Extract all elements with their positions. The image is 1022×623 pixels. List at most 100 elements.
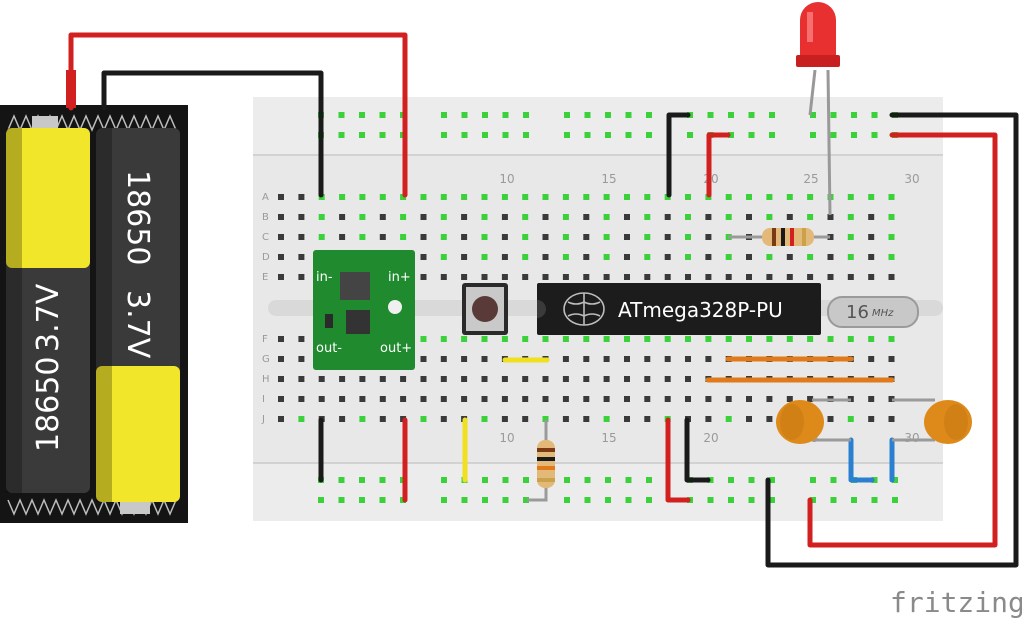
breadboard-hole[interactable]: [868, 396, 875, 402]
breadboard-hole[interactable]: [685, 234, 691, 240]
breadboard-hole[interactable]: [871, 132, 878, 138]
breadboard-hole[interactable]: [705, 356, 712, 362]
breadboard-hole[interactable]: [482, 112, 488, 118]
breadboard-hole[interactable]: [830, 132, 837, 138]
breadboard-hole[interactable]: [685, 356, 691, 362]
breadboard-hole[interactable]: [339, 214, 346, 220]
breadboard-hole[interactable]: [359, 477, 365, 483]
breadboard-hole[interactable]: [685, 376, 691, 382]
breadboard-hole[interactable]: [501, 254, 508, 260]
breadboard-hole[interactable]: [664, 274, 671, 280]
battery-holder[interactable]: 18650 3.7V 18650 3.7V: [0, 105, 188, 523]
breadboard-hole[interactable]: [338, 477, 345, 483]
breadboard-hole[interactable]: [562, 356, 569, 362]
breadboard-hole[interactable]: [868, 336, 875, 342]
breadboard-hole[interactable]: [420, 396, 427, 402]
breadboard-hole[interactable]: [625, 132, 632, 138]
breadboard-hole[interactable]: [584, 132, 591, 138]
breadboard-hole[interactable]: [687, 132, 693, 138]
breadboard-hole[interactable]: [379, 132, 386, 138]
breadboard-hole[interactable]: [624, 234, 630, 240]
breadboard-hole[interactable]: [278, 214, 284, 220]
breadboard-hole[interactable]: [481, 396, 488, 402]
breadboard-hole[interactable]: [522, 254, 529, 260]
breadboard-hole[interactable]: [522, 194, 529, 200]
breadboard-hole[interactable]: [542, 234, 549, 240]
led[interactable]: [796, 2, 840, 216]
breadboard-hole[interactable]: [786, 254, 793, 260]
breadboard-hole[interactable]: [481, 194, 488, 200]
breadboard-hole[interactable]: [603, 396, 610, 402]
breadboard-hole[interactable]: [807, 214, 814, 220]
breadboard-hole[interactable]: [644, 274, 651, 280]
breadboard-hole[interactable]: [440, 254, 447, 260]
breadboard-hole[interactable]: [461, 497, 468, 503]
breadboard-hole[interactable]: [481, 234, 488, 240]
breadboard-hole[interactable]: [339, 194, 346, 200]
breadboard-hole[interactable]: [481, 416, 488, 422]
breadboard-hole[interactable]: [871, 112, 878, 118]
breadboard-hole[interactable]: [522, 234, 529, 240]
breadboard-hole[interactable]: [766, 396, 773, 402]
breadboard-hole[interactable]: [482, 477, 488, 483]
breadboard-hole[interactable]: [851, 497, 857, 503]
breadboard-hole[interactable]: [461, 254, 468, 260]
breadboard-hole[interactable]: [501, 194, 508, 200]
breadboard-hole[interactable]: [379, 416, 386, 422]
breadboard-hole[interactable]: [725, 214, 732, 220]
breadboard-hole[interactable]: [769, 497, 775, 503]
breadboard-hole[interactable]: [298, 234, 305, 240]
breadboard-hole[interactable]: [523, 477, 529, 483]
breadboard-hole[interactable]: [868, 356, 875, 362]
breadboard-hole[interactable]: [685, 254, 691, 260]
breadboard-hole[interactable]: [603, 416, 610, 422]
breadboard-hole[interactable]: [420, 254, 427, 260]
wire-blue-left[interactable]: [848, 437, 875, 483]
breadboard-hole[interactable]: [646, 497, 652, 503]
breadboard-hole[interactable]: [440, 274, 447, 280]
wire-red-bottom-jumper[interactable]: [665, 417, 691, 503]
breadboard-hole[interactable]: [625, 477, 632, 483]
breadboard-hole[interactable]: [379, 214, 386, 220]
breadboard-hole[interactable]: [400, 376, 407, 382]
breadboard-hole[interactable]: [605, 132, 611, 138]
breadboard-hole[interactable]: [644, 376, 651, 382]
breadboard-hole[interactable]: [440, 356, 447, 362]
breadboard-hole[interactable]: [827, 234, 834, 240]
breadboard-hole[interactable]: [605, 112, 611, 118]
breadboard-hole[interactable]: [583, 396, 590, 402]
breadboard-hole[interactable]: [624, 274, 630, 280]
breadboard-hole[interactable]: [786, 214, 793, 220]
breadboard-hole[interactable]: [603, 234, 610, 240]
breadboard-hole[interactable]: [523, 497, 529, 503]
breadboard-hole[interactable]: [847, 214, 854, 220]
breadboard-hole[interactable]: [646, 112, 652, 118]
breadboard-hole[interactable]: [603, 254, 610, 260]
breadboard-hole[interactable]: [827, 336, 834, 342]
breadboard-hole[interactable]: [502, 497, 509, 503]
breadboard-hole[interactable]: [298, 254, 305, 260]
breadboard-hole[interactable]: [786, 336, 793, 342]
breadboard-hole[interactable]: [420, 356, 427, 362]
breadboard-hole[interactable]: [851, 112, 857, 118]
breadboard-hole[interactable]: [644, 254, 651, 260]
breadboard-hole[interactable]: [888, 356, 895, 362]
breadboard-hole[interactable]: [562, 234, 569, 240]
breadboard-hole[interactable]: [624, 356, 630, 362]
breadboard-hole[interactable]: [583, 234, 590, 240]
breadboard-hole[interactable]: [278, 336, 284, 342]
breadboard-hole[interactable]: [605, 477, 611, 483]
breadboard-hole[interactable]: [562, 396, 569, 402]
breadboard-hole[interactable]: [725, 254, 732, 260]
breadboard-hole[interactable]: [769, 112, 775, 118]
breadboard-hole[interactable]: [888, 416, 895, 422]
breadboard-hole[interactable]: [685, 274, 691, 280]
breadboard-hole[interactable]: [318, 234, 325, 240]
breadboard-hole[interactable]: [523, 132, 529, 138]
breadboard-hole[interactable]: [851, 132, 857, 138]
capacitor-right[interactable]: [892, 398, 972, 444]
breadboard-hole[interactable]: [564, 477, 570, 483]
breadboard-hole[interactable]: [562, 376, 569, 382]
breadboard-hole[interactable]: [298, 376, 305, 382]
breadboard-hole[interactable]: [278, 356, 284, 362]
